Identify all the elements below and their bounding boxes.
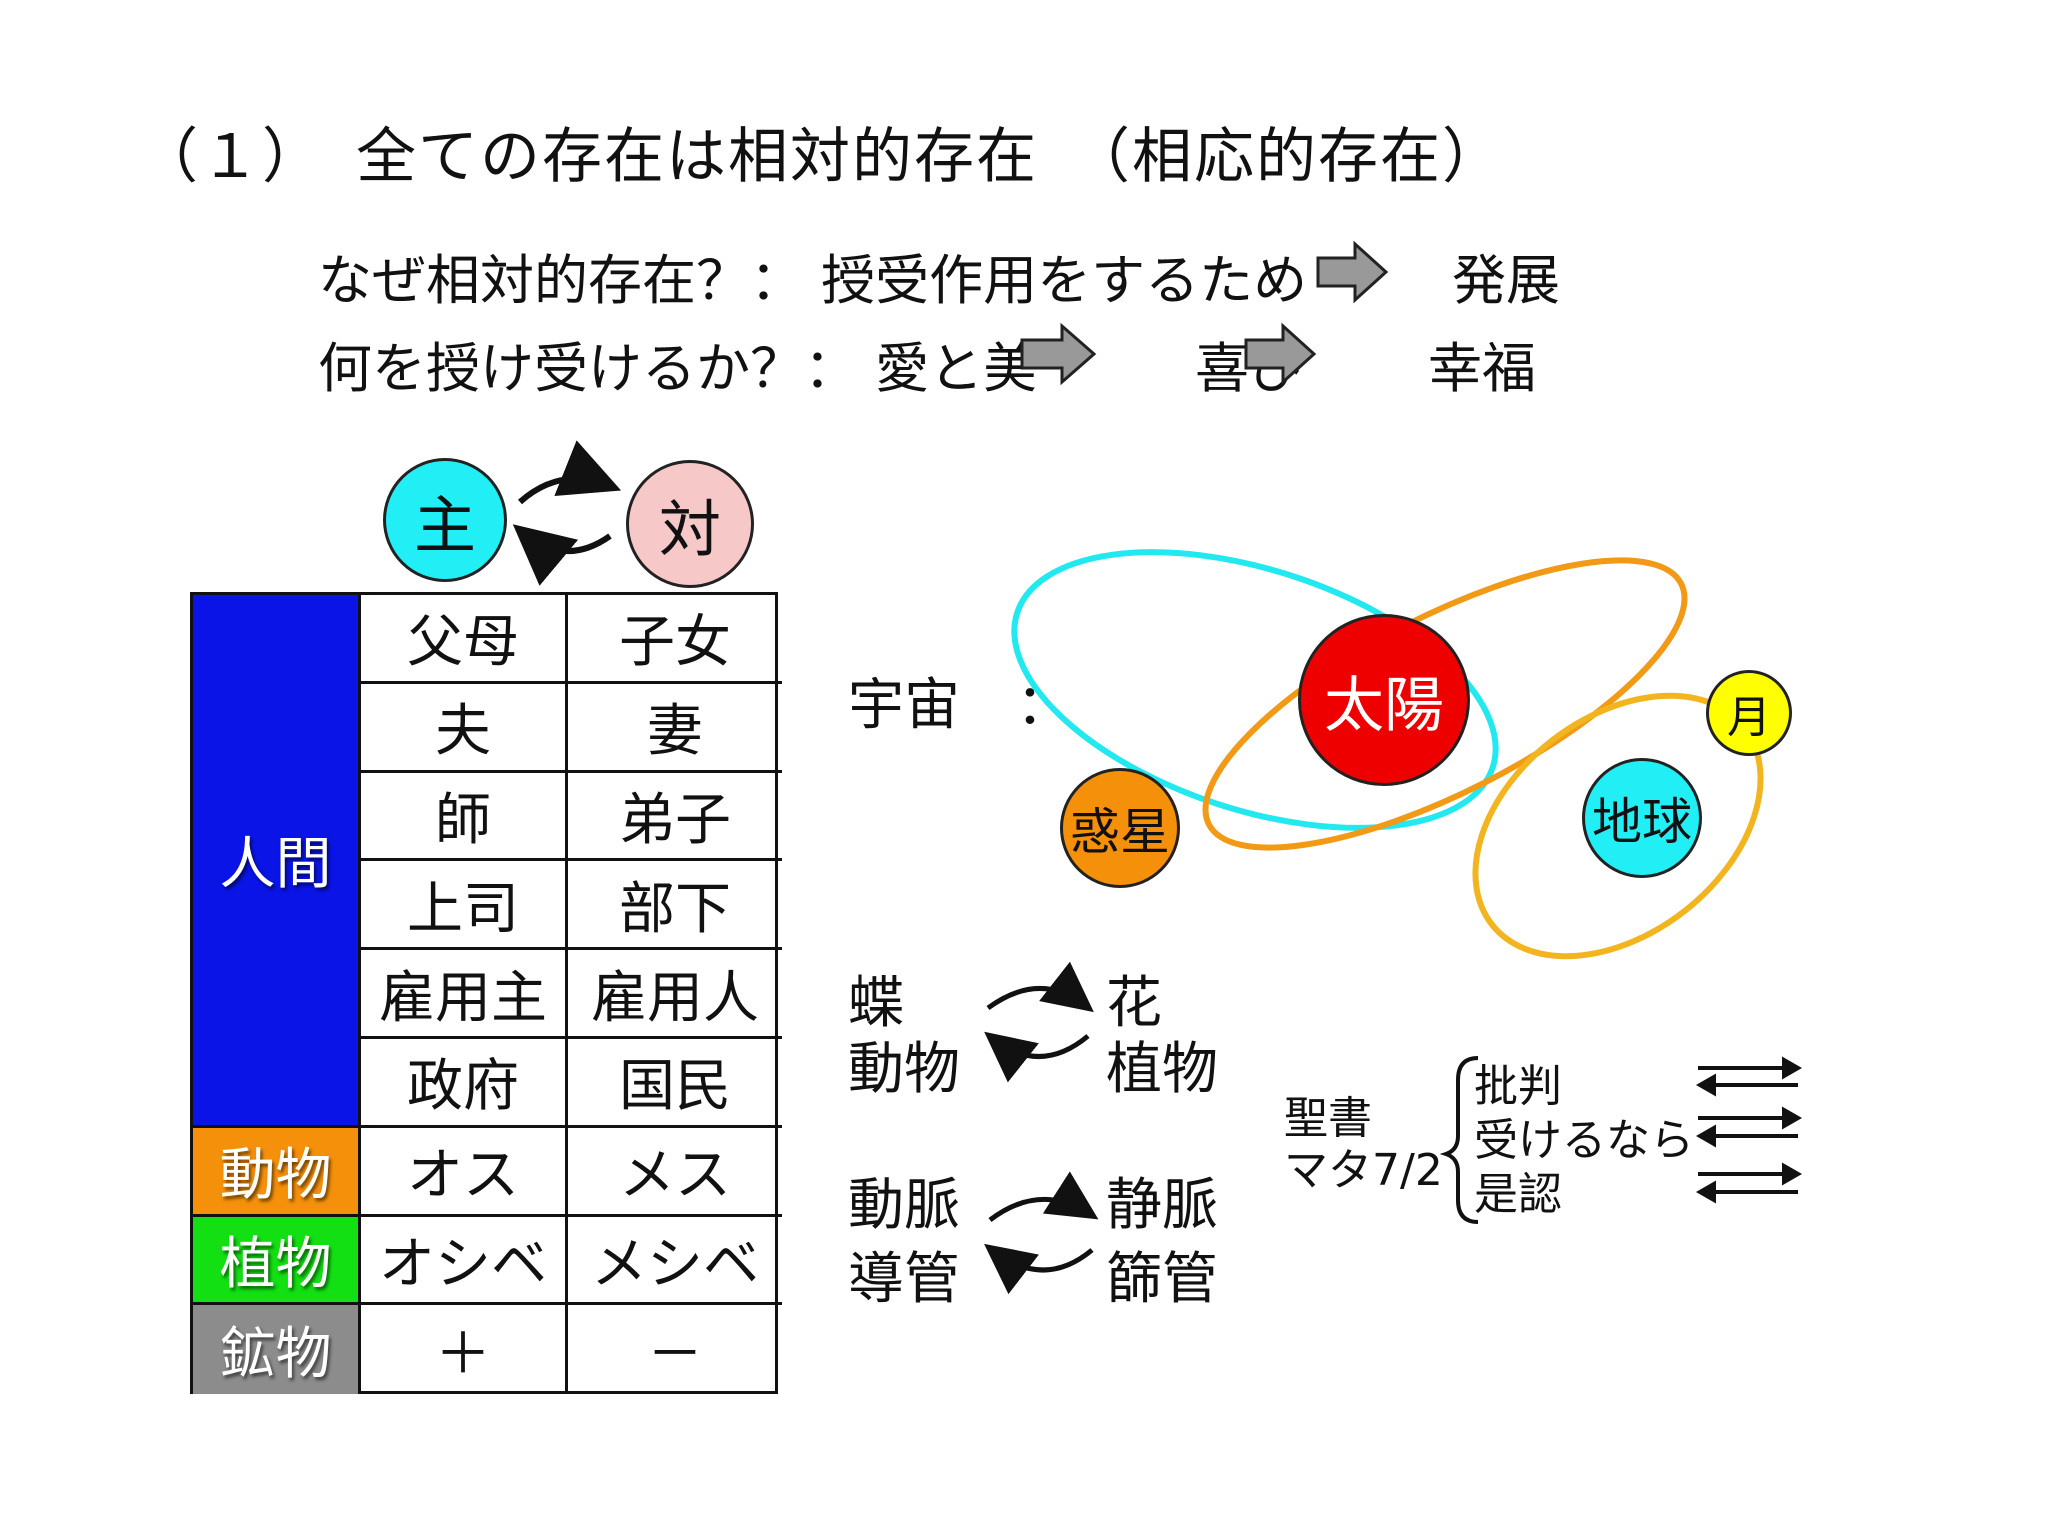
table-cell: 妻 (568, 684, 782, 773)
bible-title: 聖書 (1284, 1093, 1372, 1144)
sun-circle: 太陽 (1298, 614, 1470, 786)
table-cell: オシベ (361, 1216, 568, 1306)
table-cell: 弟子 (568, 773, 782, 862)
table-cell: 夫 (361, 683, 568, 773)
table-cell: － (647, 1322, 703, 1388)
answer-love-beauty: 愛と美 (875, 337, 1038, 400)
pair2-right-2: 篩管 (1106, 1247, 1218, 1312)
pair1-left-2: 動物 (848, 1037, 960, 1102)
pair1-right-2: 植物 (1106, 1037, 1218, 1102)
category-2: 植物 (193, 1216, 361, 1306)
block-arrow-icon (1316, 240, 1389, 304)
pair1-left-1: 蝶 (848, 971, 904, 1036)
pair2-left-2: 導管 (848, 1247, 960, 1312)
subject-circle: 主 (383, 458, 507, 582)
result-development: 発展 (1452, 249, 1560, 312)
table-cell: メシベ (568, 1217, 782, 1306)
object-label: 対 (658, 493, 721, 566)
bible-item-2: 受けるなら (1474, 1115, 1694, 1166)
cycle-arrows-icon (512, 440, 622, 586)
category-0: 人間 (193, 595, 361, 1128)
table-cell: 子女 (568, 595, 782, 684)
pairs-table: 人間動物植物鉱物 父母子女夫妻師弟子上司部下雇用主雇用人政府国民オスメスオシベメシ… (190, 592, 782, 1395)
cycle-arrows-icon (984, 1171, 1099, 1295)
bible-item-3: 是認 (1474, 1169, 1562, 1220)
planet-circle: 惑星 (1060, 768, 1180, 888)
double-arrow-icon (1695, 1056, 1803, 1097)
earth-circle: 地球 (1582, 758, 1702, 878)
bible-reference: マタ7/2 (1284, 1145, 1443, 1196)
question-2-label: 何を授け受けるか？： (318, 337, 858, 400)
page-title: （１） 全ての存在は相対的存在 （相応的存在） (138, 122, 1504, 192)
table-cell: オス (361, 1127, 568, 1217)
question-1-label: なぜ相対的存在？： (318, 249, 804, 312)
table-cell: 雇用人 (568, 950, 782, 1039)
table-cell: ＋ (361, 1305, 568, 1395)
answer-happiness: 幸福 (1428, 337, 1536, 400)
table-cell: 雇用主 (361, 950, 568, 1039)
table-cell: メス (568, 1128, 782, 1217)
subject-label: 主 (413, 489, 476, 562)
planet-label: 惑星 (1070, 803, 1170, 861)
table-cell: 政府 (361, 1039, 568, 1128)
object-circle: 対 (626, 460, 754, 588)
question-1: なぜ相対的存在？： 授受作用をするため (318, 236, 1307, 315)
table-cell: 上司 (361, 861, 568, 951)
pair1-right-1: 花 (1106, 971, 1162, 1036)
category-3: 鉱物 (193, 1305, 361, 1395)
question-2: 何を授け受けるか？： 愛と美 (318, 324, 1037, 403)
question-1-reason: 授受作用をするため (821, 249, 1308, 312)
category-1: 動物 (193, 1127, 361, 1217)
double-arrow-icon (1695, 1162, 1803, 1204)
cycle-arrows-icon (984, 961, 1094, 1083)
table-cell: 師 (361, 772, 568, 862)
sun-label: 太陽 (1324, 670, 1444, 741)
table-cell: 国民 (568, 1039, 782, 1128)
bible-item-1: 批判 (1474, 1061, 1562, 1112)
pair2-left-1: 動脈 (848, 1173, 960, 1238)
double-arrow-icon (1695, 1106, 1803, 1148)
moon-label: 月 (1727, 692, 1771, 743)
cosmos-label: 宇宙 ： (848, 673, 1072, 738)
earth-label: 地球 (1592, 793, 1692, 851)
answer-joy: 喜び (1195, 337, 1303, 400)
table-cell: 父母 (361, 595, 568, 684)
pair2-right-1: 静脈 (1106, 1173, 1218, 1238)
moon-circle: 月 (1706, 670, 1792, 756)
table-cell: 部下 (568, 861, 782, 951)
